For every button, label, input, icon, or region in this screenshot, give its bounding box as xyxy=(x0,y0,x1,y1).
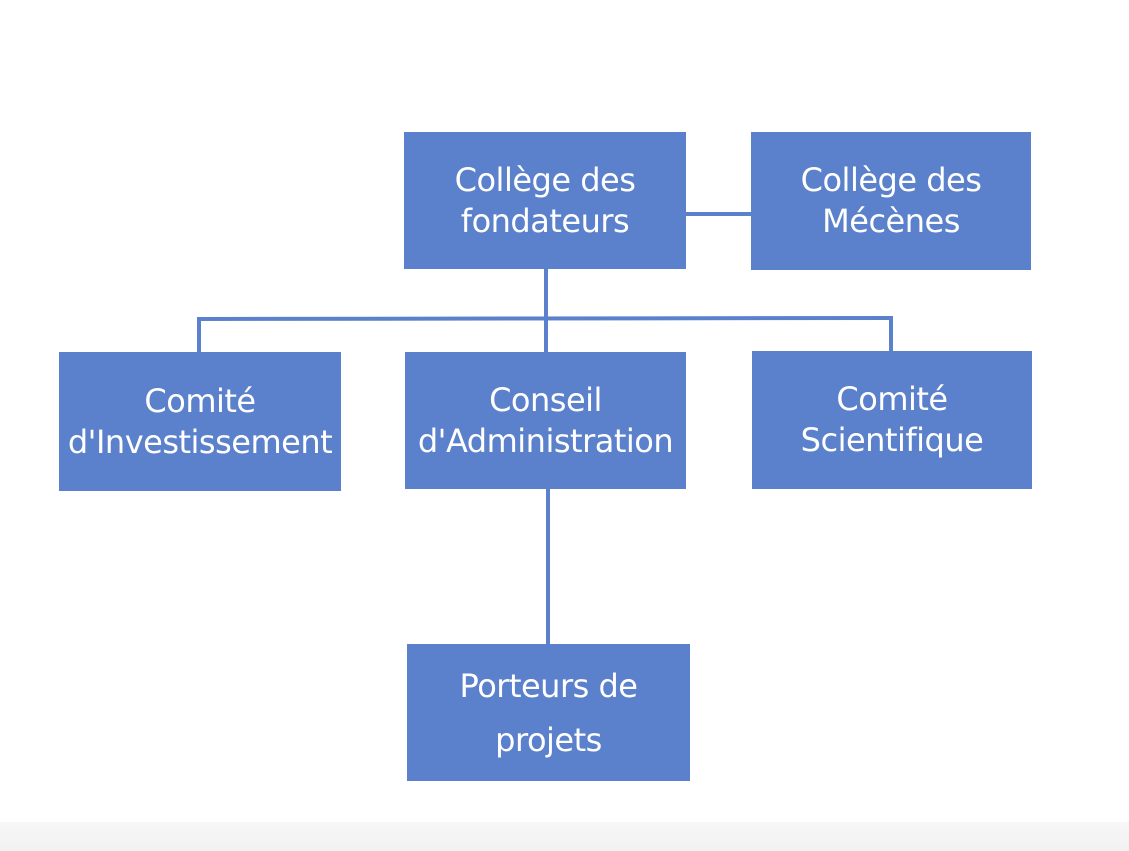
page-bottom-edge xyxy=(0,822,1129,851)
box-label-line1: Collège des xyxy=(454,160,636,199)
box-label-line1: Porteurs de xyxy=(459,666,638,705)
box-label-line1: Conseil xyxy=(489,380,602,419)
box-label-line2: d'Administration xyxy=(417,421,674,460)
porteurs-de-projets-box: Porteurs de projets xyxy=(407,644,690,781)
conseil-administration-box: Conseil d'Administration xyxy=(405,352,686,489)
college-des-fondateurs-box: Collège des fondateurs xyxy=(404,132,686,269)
college-des-mecenes-box: Collège des Mécènes xyxy=(751,132,1031,270)
connector-horizontal-bus xyxy=(196,315,894,322)
comite-investissement-box: Comité d'Investissement xyxy=(59,352,341,491)
box-label-line2: Mécènes xyxy=(822,202,960,240)
box-label-line2: Scientifique xyxy=(800,421,984,459)
box-label-line1: Collège des xyxy=(800,161,982,199)
box-label-line2: d'Investissement xyxy=(67,422,333,461)
box-label-line2: projets xyxy=(495,720,602,759)
box-label-line2: fondateurs xyxy=(460,201,630,240)
comite-scientifique-box: Comité Scientifique xyxy=(752,351,1032,489)
box-label-line1: Comité xyxy=(144,381,256,420)
box-label-line1: Comité xyxy=(836,380,948,418)
